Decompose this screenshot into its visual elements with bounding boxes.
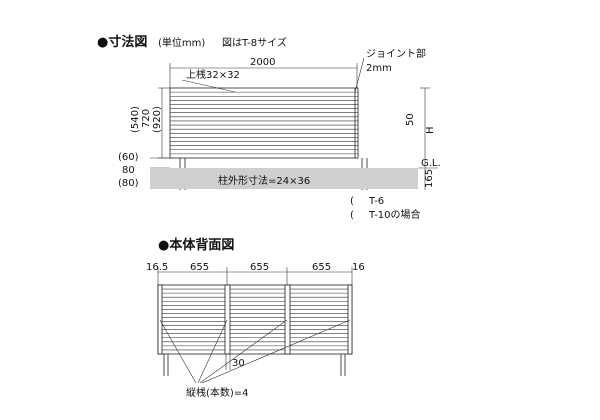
width-dimension: 2000 xyxy=(169,57,358,88)
ground-band xyxy=(150,168,418,189)
burial-depth: 165 xyxy=(424,169,435,188)
back-dim-left: 16.5 xyxy=(146,262,168,273)
back-dim-1: 655 xyxy=(190,262,209,273)
dimension-heading: ●寸法図 xyxy=(97,34,147,50)
vertical-stile-2 xyxy=(224,284,231,355)
vertical-stile-4 xyxy=(347,284,353,355)
stile-count-leaders xyxy=(159,319,351,384)
height-dimensions: (540) 720 (920) xyxy=(130,87,170,159)
vertical-stile-count: 縦桟(本数)=4 xyxy=(186,386,249,399)
back-panel xyxy=(157,284,353,355)
vertical-stile-3 xyxy=(284,284,291,355)
back-view-heading: ●本体背面図 xyxy=(158,237,234,253)
variant-t10: T-10の場合 xyxy=(368,208,421,221)
back-dim-3: 655 xyxy=(312,262,331,273)
gap-value: 30 xyxy=(232,358,245,369)
post-dimension-label: 柱外形寸法=24×36 xyxy=(218,174,310,187)
variant-t6: T-6 xyxy=(368,196,384,207)
height-dim-920: (920) xyxy=(152,106,163,133)
back-dim-right: 16 xyxy=(352,262,365,273)
lower-dim-60: (60) xyxy=(118,152,139,163)
back-dimension-row: 16.5 655 655 655 16 xyxy=(146,262,365,285)
paren-bottom: ( xyxy=(350,210,354,221)
height-symbol: H xyxy=(425,126,436,134)
units-note: (単位mm) xyxy=(158,36,205,49)
fence-panel xyxy=(169,87,359,159)
variant-labels: ( T-6 ( T-10の場合 xyxy=(350,196,421,221)
vertical-stile-1 xyxy=(157,284,163,355)
right-dimensions: 50 H G.L. 165 xyxy=(405,87,441,190)
back-posts xyxy=(163,354,346,376)
top-rail-label: 上桟32×32 xyxy=(186,68,240,81)
height-dim-720: 720 xyxy=(141,109,152,128)
joint-value: 2mm xyxy=(366,63,392,74)
paren-top: ( xyxy=(350,196,354,207)
joint-label: ジョイント部 xyxy=(366,47,426,60)
slat-pitch: 50 xyxy=(405,113,416,126)
height-dim-540: (540) xyxy=(130,106,141,133)
top-rail-leader xyxy=(181,79,236,93)
lower-dim-80: 80 xyxy=(122,165,135,176)
back-slats xyxy=(158,288,352,351)
joint-leader xyxy=(354,57,365,93)
back-dim-2: 655 xyxy=(250,262,269,273)
width-value: 2000 xyxy=(250,57,275,68)
gap-dimension: 30 xyxy=(225,354,245,370)
fence-slats xyxy=(170,91,358,155)
ground-level-label: G.L. xyxy=(421,158,441,169)
size-note: 図はT-8サイズ xyxy=(222,36,287,49)
lower-dim-80b: (80) xyxy=(118,178,139,189)
